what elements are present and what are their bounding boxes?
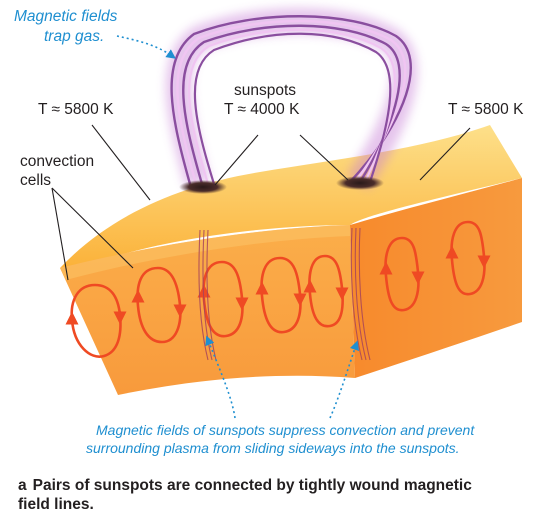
convection-cell (384, 236, 420, 312)
convection-cell (136, 266, 182, 344)
caption-line2: field lines. (18, 496, 94, 513)
convection-label-line2: cells (20, 172, 52, 189)
leader-lines (51, 124, 471, 281)
caption-letter: a (18, 477, 27, 494)
caption-line1: Pairs of sunspots are connected by tight… (32, 477, 472, 494)
cross-section-front (60, 225, 355, 395)
convection-cell (260, 256, 302, 334)
temperature-right-label: T ≈ 5800 K (448, 101, 524, 118)
convection-label-line1: convection (20, 153, 95, 170)
solar-surface-block (60, 125, 522, 395)
magnetic-loop (165, 8, 418, 190)
magnetic-fields-label-line1: Magnetic fields (14, 8, 118, 25)
sunspots-label: sunspots (234, 82, 297, 99)
sunspot-right (336, 176, 384, 190)
convection-cells (65, 220, 491, 358)
annotation-arrows (116, 35, 360, 419)
suppress-convection-line2: surrounding plasma from sliding sideways… (86, 440, 460, 456)
figure-caption: a Pairs of sunspots are connected by tigh… (18, 476, 558, 514)
convection-cell (202, 260, 244, 338)
suppress-convection-line1: Magnetic fields of sunspots suppress con… (96, 422, 475, 438)
convection-cell (308, 254, 344, 328)
magnetic-fields-label-line2: trap gas. (44, 28, 105, 45)
convection-cell (450, 220, 486, 296)
photosphere-top (60, 125, 522, 268)
sunspot-left (179, 180, 227, 194)
convection-cell (70, 283, 122, 358)
temperature-left-label: T ≈ 5800 K (38, 101, 114, 118)
temperature-sunspots-label: T ≈ 4000 K (224, 101, 300, 118)
